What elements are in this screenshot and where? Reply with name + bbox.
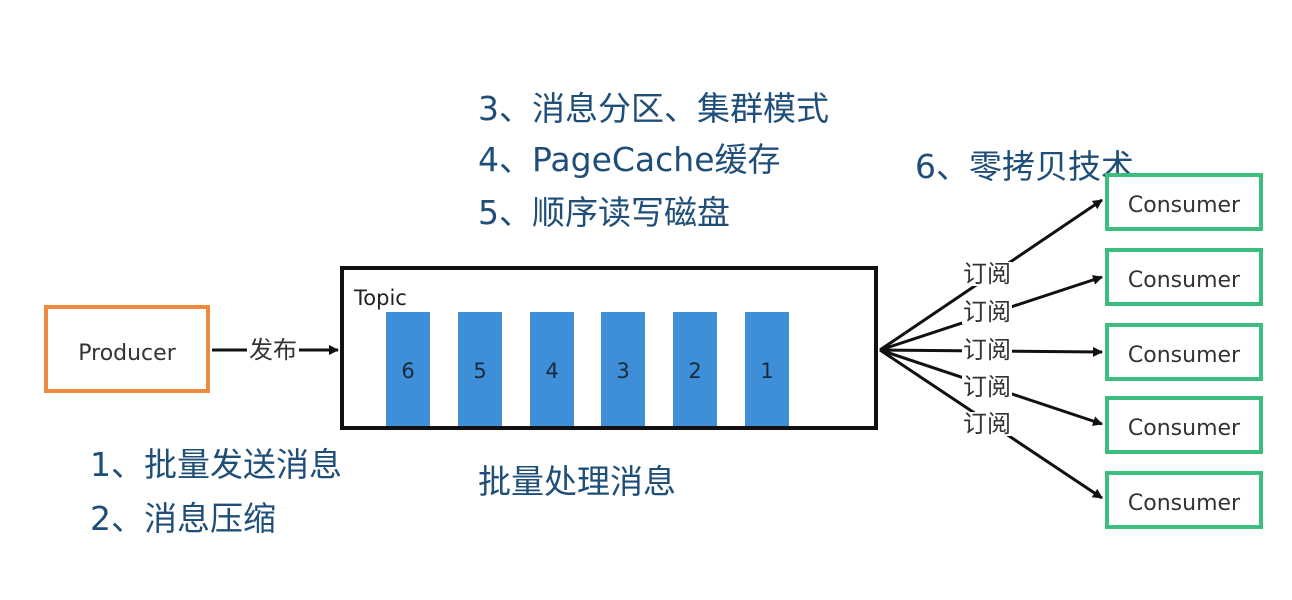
note-sequential-disk: 5、顺序读写磁盘 bbox=[478, 193, 730, 232]
partition-6: 6 bbox=[386, 312, 430, 426]
note-compression: 2、消息压缩 bbox=[90, 499, 276, 538]
consumer-box-5: Consumer bbox=[1105, 471, 1263, 529]
topic-label: Topic bbox=[354, 286, 407, 310]
producer-label: Producer bbox=[78, 341, 176, 366]
consumer-box-3: Consumer bbox=[1105, 323, 1263, 381]
partition-label: 3 bbox=[616, 359, 630, 383]
consumer-box-1: Consumer bbox=[1105, 173, 1263, 231]
subscribe-label-2: 订阅 bbox=[962, 298, 1012, 326]
consumer-label: Consumer bbox=[1127, 416, 1241, 441]
partition-label: 6 bbox=[401, 359, 415, 383]
partition-2: 2 bbox=[673, 312, 717, 426]
publish-label: 发布 bbox=[247, 336, 299, 364]
partition-3: 3 bbox=[601, 312, 645, 426]
note-partition-cluster: 3、消息分区、集群模式 bbox=[478, 89, 829, 128]
partition-label: 4 bbox=[545, 359, 559, 383]
note-zero-copy: 6、零拷贝技术 bbox=[915, 147, 1134, 186]
topic-box: Topic 6 5 4 3 2 1 bbox=[340, 266, 878, 430]
partition-label: 5 bbox=[473, 359, 487, 383]
consumer-label: Consumer bbox=[1127, 343, 1241, 368]
consumer-box-2: Consumer bbox=[1105, 248, 1263, 306]
producer-box: Producer bbox=[44, 305, 210, 393]
partition-1: 1 bbox=[745, 312, 789, 426]
note-page-cache: 4、PageCache缓存 bbox=[478, 140, 781, 179]
partition-5: 5 bbox=[458, 312, 502, 426]
note-batch-send: 1、批量发送消息 bbox=[90, 445, 342, 484]
consumer-label: Consumer bbox=[1127, 193, 1241, 218]
subscribe-label-5: 订阅 bbox=[962, 410, 1012, 438]
subscribe-label-1: 订阅 bbox=[962, 260, 1012, 288]
note-batch-process: 批量处理消息 bbox=[478, 462, 676, 501]
consumer-label: Consumer bbox=[1127, 268, 1241, 293]
consumer-label: Consumer bbox=[1127, 491, 1241, 516]
partition-label: 1 bbox=[760, 359, 774, 383]
partition-label: 2 bbox=[688, 359, 702, 383]
partition-4: 4 bbox=[530, 312, 574, 426]
consumer-box-4: Consumer bbox=[1105, 396, 1263, 454]
subscribe-label-3: 订阅 bbox=[962, 336, 1012, 364]
subscribe-label-4: 订阅 bbox=[962, 373, 1012, 401]
